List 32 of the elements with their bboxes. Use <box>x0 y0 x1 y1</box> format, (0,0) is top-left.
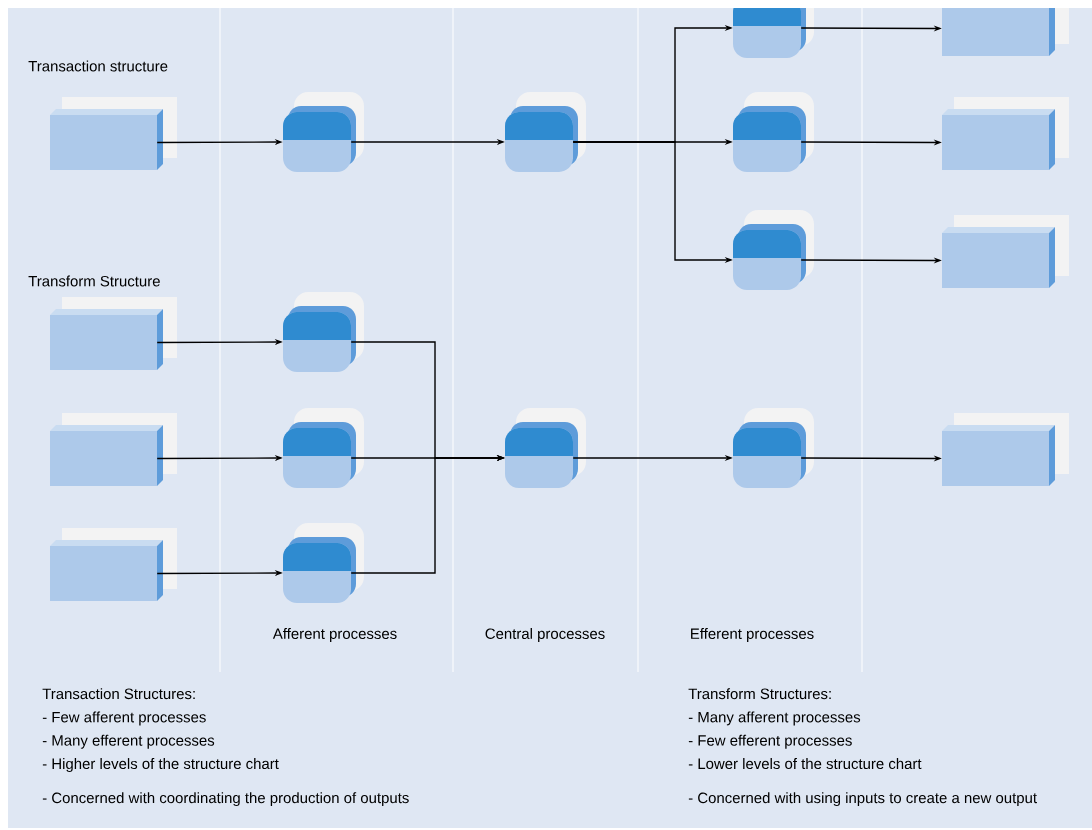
process-block <box>283 523 364 603</box>
data-box <box>942 8 1069 56</box>
note-text: - Concerned with coordinating the production of outputs <box>42 792 409 807</box>
note-heading: Transform Structures: <box>688 688 831 700</box>
column-label: Efferent processes <box>691 628 814 642</box>
note-heading: Transaction Structures: <box>42 688 195 700</box>
column-label: Central processes <box>485 628 605 642</box>
note-text: - Higher levels of the structure chart <box>42 758 279 772</box>
process-block <box>733 210 814 290</box>
data-box <box>942 215 1069 288</box>
note-text: - Few afferent processes <box>42 711 206 726</box>
process-block <box>505 408 586 488</box>
process-block <box>505 92 586 172</box>
note-text: - Concerned with using inputs to create a new output <box>688 792 1037 807</box>
process-block <box>733 8 814 58</box>
data-box <box>50 528 177 601</box>
process-block <box>733 408 814 488</box>
data-box <box>50 297 177 370</box>
data-box <box>50 413 177 486</box>
data-box <box>942 97 1069 170</box>
process-block <box>733 92 814 172</box>
process-block <box>283 92 364 172</box>
note-text: - Many afferent processes <box>688 711 861 726</box>
column-label: Afferent processes <box>272 628 397 642</box>
note-text: - Many efferent processes <box>42 734 215 749</box>
process-block <box>283 408 364 488</box>
data-box <box>50 97 177 170</box>
note-text: - Lower levels of the structure chart <box>688 758 922 770</box>
section-heading: Transaction structure <box>28 60 168 72</box>
note-text: - Few efferent processes <box>688 734 852 749</box>
data-box <box>942 413 1069 486</box>
process-block <box>283 292 364 372</box>
